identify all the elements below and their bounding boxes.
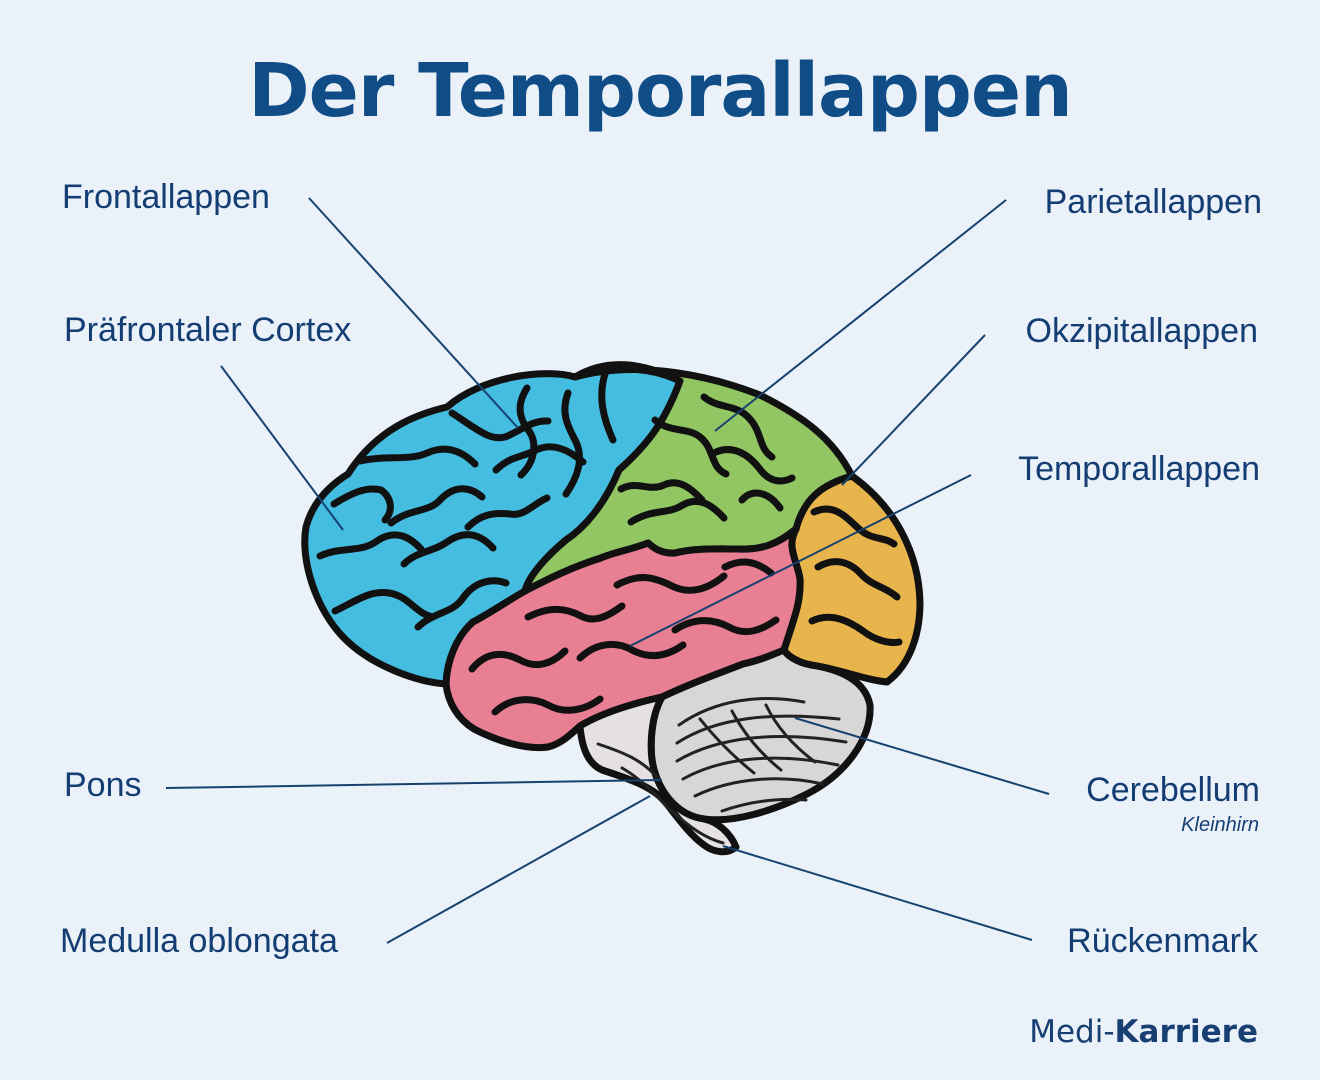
leader-parietallappen [714,199,1007,432]
logo-karriere-text: Karriere [1114,1014,1258,1050]
logo-medi-text: Medi- [1029,1014,1115,1050]
leader-rueckenmark [722,845,1033,941]
leader-temporallappen [629,474,972,647]
leader-medulla-oblongata [386,795,651,944]
label-parietallappen: Parietallappen [1044,183,1262,221]
label-temporallappen: Temporallappen [1018,450,1260,488]
label-cerebellum-subtitle: Kleinhirn [1181,814,1259,836]
okzipitallappen-region [780,472,924,686]
label-frontallappen: Frontallappen [62,178,270,216]
leader-praefrontaler-cortex [220,365,344,531]
medi-karriere-logo: Medi-Karriere [1029,1014,1258,1050]
label-praefrontaler-cortex: Präfrontaler Cortex [64,311,352,349]
label-medulla-oblongata: Medulla oblongata [60,922,338,960]
leader-pons [165,779,663,789]
leader-cerebellum [794,717,1050,795]
diagram-title: Der Temporallappen [248,48,1073,134]
label-pons: Pons [64,766,142,804]
leader-okzipitallappen [841,334,986,486]
label-cerebellum: Cerebellum [1086,771,1260,809]
leader-frontallappen [308,197,519,429]
label-okzipitallappen: Okzipitallappen [1025,312,1258,350]
label-rueckenmark: Rückenmark [1067,922,1258,960]
brainstem-region [576,693,740,856]
